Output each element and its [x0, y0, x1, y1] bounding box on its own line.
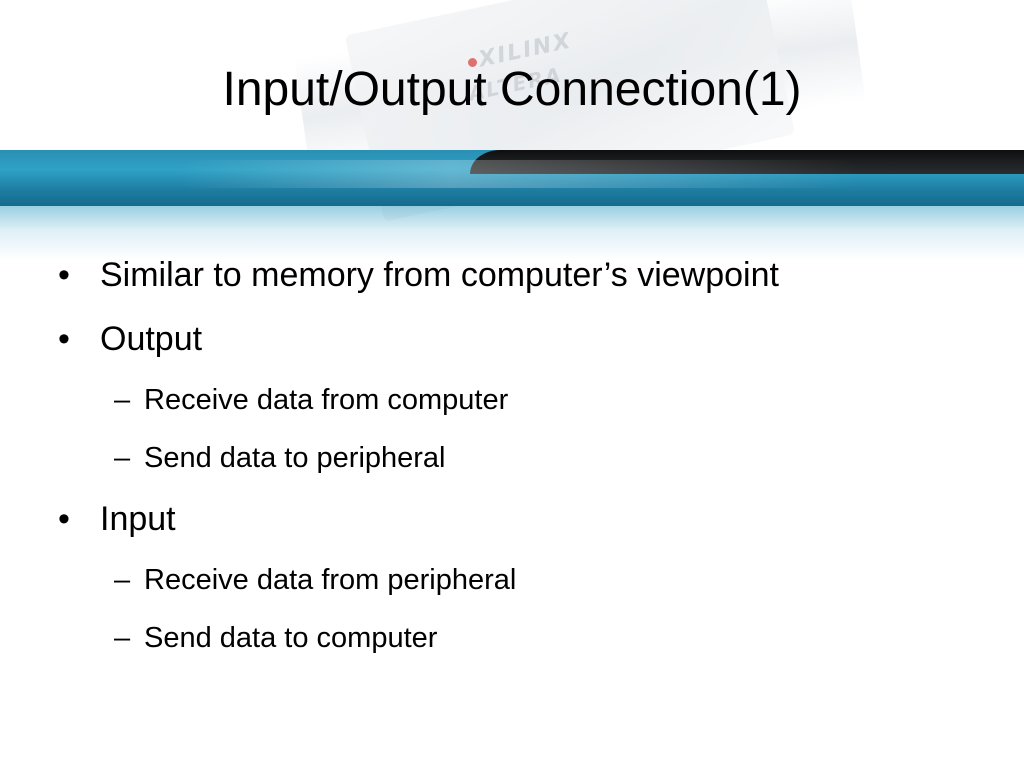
sub-bullet-item: – Send data to computer: [58, 616, 998, 674]
bullet-item: • Input: [58, 494, 998, 558]
sub-bullet-marker: –: [114, 564, 131, 596]
sub-bullet-text: Receive data from computer: [144, 384, 509, 416]
bullet-item: • Output: [58, 314, 998, 378]
sub-bullet-item: – Receive data from peripheral: [58, 558, 998, 616]
bullet-list: • Similar to memory from computer’s view…: [58, 250, 998, 674]
header-band-highlight: [180, 160, 860, 188]
sub-bullet-item: – Receive data from computer: [58, 378, 998, 436]
header-band-reflection: [0, 206, 1024, 260]
chip-marker-dot: [468, 58, 477, 67]
bullet-marker: •: [58, 256, 70, 294]
slide-title: Input/Output Connection(1): [222, 63, 802, 116]
sub-bullet-text: Send data to computer: [144, 622, 438, 654]
header-band-dark-strip: [470, 150, 1024, 174]
sub-bullet-marker: –: [114, 442, 131, 474]
sub-bullet-marker: –: [114, 384, 131, 416]
sub-bullet-item: – Send data to peripheral: [58, 436, 998, 494]
sub-bullet-marker: –: [114, 622, 131, 654]
bullet-item: • Similar to memory from computer’s view…: [58, 250, 998, 314]
bullet-marker: •: [58, 500, 70, 538]
header-background-image: XILINX ALTERA: [0, 0, 1024, 270]
bullet-marker: •: [58, 320, 70, 358]
sub-bullet-text: Receive data from peripheral: [144, 564, 517, 596]
bullet-text: Input: [100, 500, 176, 538]
sub-bullet-text: Send data to peripheral: [144, 442, 446, 474]
bullet-text: Output: [100, 320, 203, 358]
bullet-text: Similar to memory from computer’s viewpo…: [100, 256, 779, 294]
